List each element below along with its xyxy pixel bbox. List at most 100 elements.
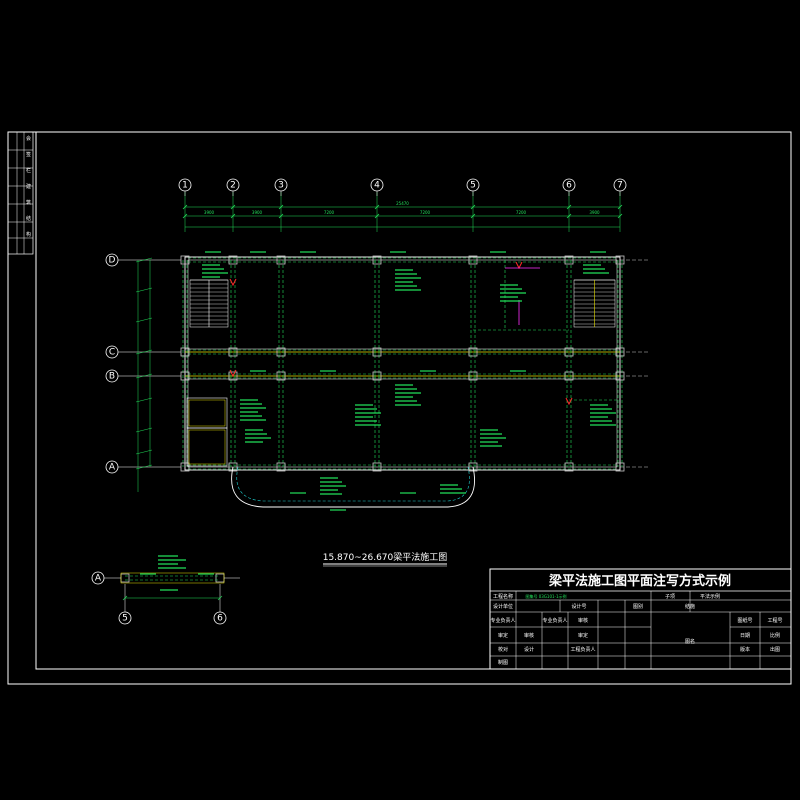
detail-axis-bubble <box>213 611 227 625</box>
curved-bay-beam <box>236 466 470 502</box>
axis-label-col: 3 <box>278 181 284 191</box>
column <box>372 462 382 472</box>
axis-label-col: 2 <box>230 181 236 191</box>
column <box>468 462 478 472</box>
room-box-inner <box>188 399 226 427</box>
red-marker <box>229 369 237 378</box>
column <box>468 347 478 357</box>
column <box>228 347 238 357</box>
dim-tick <box>135 449 153 455</box>
dim-tick <box>230 204 236 210</box>
room-box-inner <box>188 429 226 465</box>
title-block: 梁平法施工图平面注写方式示例 工程名称 图集号 03G101-1示例 子项 平法… <box>489 568 792 670</box>
dim-tick <box>135 427 153 433</box>
beam-detail: A 5 6 <box>91 555 240 625</box>
dim-span-label: 7200 <box>516 210 527 215</box>
column <box>372 347 382 357</box>
side-strip-label: 签 <box>26 151 31 158</box>
tb-r2c2: 设计号 <box>571 603 586 610</box>
column <box>372 371 382 381</box>
column <box>228 371 238 381</box>
tb-l10: 制图 <box>498 659 508 666</box>
red-marker <box>229 278 237 287</box>
column <box>276 462 286 472</box>
tb-l2: 专业负责人 <box>542 617 567 624</box>
detail-dim-tick <box>217 595 223 601</box>
tb-r2c4: 结施 <box>685 603 695 610</box>
detail-axis-label-col: 6 <box>217 614 223 624</box>
dim-tick <box>374 204 380 210</box>
detail-column <box>215 573 225 583</box>
dim-span-label: 3900 <box>589 210 600 215</box>
tb-l8: 设计 <box>524 646 534 653</box>
column <box>564 371 574 381</box>
tb-stamp: 图名 <box>685 638 695 645</box>
tb-l7: 校对 <box>498 646 508 653</box>
tb-l4: 审定 <box>498 632 508 639</box>
tb-l9: 工程负责人 <box>570 646 595 653</box>
column <box>615 347 625 357</box>
side-strip-label: 建 <box>26 183 31 190</box>
outer-wall <box>184 256 621 471</box>
detail-axis-label-row: A <box>95 574 102 584</box>
dim-tick <box>182 213 188 219</box>
dim-tick <box>470 213 476 219</box>
column <box>468 371 478 381</box>
dim-tick <box>566 204 572 210</box>
column <box>180 371 190 381</box>
side-strip-label: 筑 <box>26 199 31 206</box>
tb-r5: 版本 <box>740 646 750 653</box>
axis-label-row: D <box>109 256 116 266</box>
column <box>372 255 382 265</box>
curved-bay-outer <box>231 466 475 508</box>
column <box>180 255 190 265</box>
plan-title: 15.870~26.670梁平法施工图 <box>323 551 448 563</box>
tb-l5: 审核 <box>524 632 534 639</box>
column <box>276 347 286 357</box>
column <box>180 347 190 357</box>
inner-wall <box>187 259 618 468</box>
red-marker <box>515 261 523 270</box>
tb-r1c3: 子项 <box>665 593 675 600</box>
dim-span-label: 3900 <box>204 210 215 215</box>
dim-tick <box>278 213 284 219</box>
dim-tick <box>278 204 284 210</box>
axis-label-col: 1 <box>182 181 188 191</box>
column <box>276 255 286 265</box>
dim-tick <box>135 317 153 323</box>
tb-r4: 比例 <box>770 632 780 639</box>
axis-label-col: 6 <box>566 181 572 191</box>
axis-label-row: A <box>109 463 116 473</box>
tb-r3: 日期 <box>740 633 750 639</box>
dim-tick <box>135 257 153 263</box>
tb-r1c2: 图集号 03G101-1示例 <box>525 593 566 599</box>
tb-r6: 出图 <box>770 646 780 653</box>
axis-label-row: B <box>109 372 115 382</box>
side-strip-label: 结 <box>26 215 31 222</box>
column <box>564 255 574 265</box>
tb-r2: 工程号 <box>767 617 782 624</box>
room-box <box>186 427 228 467</box>
dim-tick <box>617 213 623 219</box>
side-strip-label: 会 <box>26 135 31 142</box>
side-strip-label: 栏 <box>26 167 31 174</box>
detail-column <box>120 573 130 583</box>
axis-label-row: C <box>109 348 115 358</box>
column <box>615 255 625 265</box>
column <box>615 371 625 381</box>
detail-axis-bubble <box>118 611 132 625</box>
detail-axis-label-col: 5 <box>122 614 128 624</box>
axis-label-col: 7 <box>617 181 623 191</box>
dim-tick <box>374 213 380 219</box>
dim-tick <box>566 213 572 219</box>
column <box>564 347 574 357</box>
dim-tick <box>135 397 153 403</box>
axis-label-col: 5 <box>470 181 476 191</box>
column <box>564 462 574 472</box>
inner-frame <box>35 131 792 670</box>
dim-tick <box>135 373 153 379</box>
tb-l6: 审定 <box>578 632 588 639</box>
column <box>615 462 625 472</box>
